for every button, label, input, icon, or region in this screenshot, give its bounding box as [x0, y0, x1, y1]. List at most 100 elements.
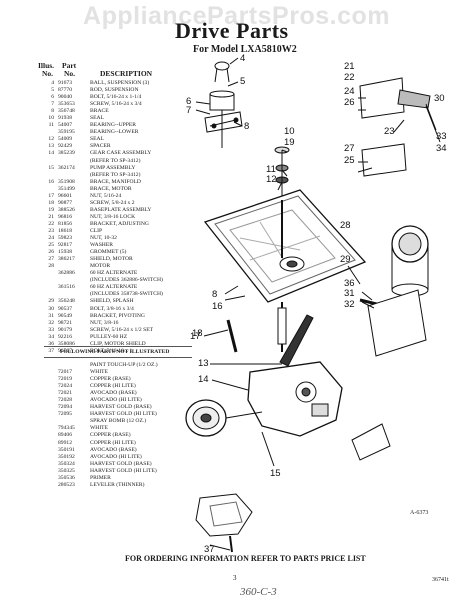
extra-parts-row: 350325 HARVEST GOLD (HI LITE) [44, 468, 192, 475]
part-number: 90537 [58, 305, 72, 312]
illus-number: 27 [48, 256, 54, 263]
callout-label: 17 [190, 331, 201, 342]
part-description: CLIP [90, 227, 103, 234]
watermark: AppliancePartsPros.com [83, 2, 390, 30]
part-number: 90549 [58, 312, 72, 319]
callout-label: 23 [384, 126, 395, 137]
part-description: SEAL [90, 115, 104, 122]
callout-label: 5 [240, 76, 245, 87]
illus-number: 8 [51, 108, 54, 115]
part-description: LEVELER (THINNER) [90, 481, 145, 488]
callout-label: 21 [344, 61, 355, 72]
illus-number: 32 [48, 319, 54, 326]
part-description: (INCLUDES 358738-SWITCH) [90, 291, 163, 298]
illus-header-1: Illus. [38, 61, 55, 70]
part-description: NUT, 3/8-16 LOCK [90, 213, 136, 220]
part-description: HARVEST GOLD (BASE) [90, 460, 152, 467]
parts-row: (INCLUDES 362886-SWITCH) [44, 277, 192, 284]
part-number: 353653 [58, 101, 75, 108]
illus-number: 14 [48, 150, 54, 157]
extra-parts-row: 89406 COPPER (BASE) [44, 432, 192, 439]
illus-number: 4 [51, 80, 54, 86]
part-number: 92216 [58, 333, 72, 340]
callout-label: 12 [266, 174, 277, 185]
part-number: 350325 [58, 467, 75, 474]
page-number: 3 [233, 574, 237, 582]
callout-label: 6 [186, 96, 191, 107]
part-number: 15938 [58, 249, 72, 256]
part-number: 72017 [58, 369, 72, 376]
illus-number: 24 [48, 235, 54, 242]
callout-label: 32 [344, 299, 355, 310]
part-description: BOLT, 5/16-24 x 1-1/4 [90, 94, 142, 101]
callout-label: 28 [340, 220, 351, 231]
illus-number: 16 [48, 178, 54, 185]
part-number: 90040 [58, 94, 72, 101]
illus-header-2: No. [42, 69, 54, 78]
part-number: 72021 [58, 390, 72, 397]
part-description: (REFER TO SP-3412) [90, 157, 141, 164]
callout-label: 11 [266, 164, 276, 175]
part-description: HARVEST GOLD (HI LITE) [90, 467, 157, 474]
part-number: 89406 [58, 432, 72, 439]
part-description: BRACKET, PIVOTING [90, 312, 145, 319]
illus-number: 37 [48, 347, 54, 354]
part-description: AVOCADO (HI LITE) [90, 453, 142, 460]
part-number: 90877 [58, 199, 72, 206]
part-number: 388526 [58, 206, 75, 213]
part-description: COPPER (BASE) [90, 432, 131, 439]
callout-label: 31 [344, 288, 355, 299]
illus-number: 10 [48, 115, 54, 122]
not-illustrated-heading: FOLLOWING PARTS NOT ILLUSTRATED [60, 349, 170, 355]
part-number: 385239 [58, 150, 75, 157]
parts-row: (REFER TO SP-3412) [44, 158, 192, 165]
callout-label: 7 [186, 105, 191, 116]
callout-label: 24 [344, 86, 355, 97]
callout-label: 36 [344, 278, 355, 289]
part-description: HARVEST GOLD (BASE) [90, 404, 152, 411]
callout-label: 19 [284, 137, 295, 148]
parts-row: (INCLUDES 358738-SWITCH) [44, 291, 192, 298]
part-description: BEARING--UPPER [90, 122, 136, 129]
ordering-note: FOR ORDERING INFORMATION REFER TO PARTS … [125, 554, 366, 563]
part-description: PULLEY-60 HZ [90, 333, 128, 340]
callout-label: 15 [270, 468, 281, 479]
part-number: 54009 [58, 136, 72, 143]
illus-number: 33 [48, 326, 54, 333]
callout-label: 26 [344, 97, 355, 108]
part-description: (REFER TO SP-3412) [90, 171, 141, 178]
part-description: PUMP ASSEMBLY [90, 164, 136, 171]
part-description: SCREW, 5/16-24 x 3/4 [90, 101, 142, 108]
part-number: 81856 [58, 220, 72, 227]
